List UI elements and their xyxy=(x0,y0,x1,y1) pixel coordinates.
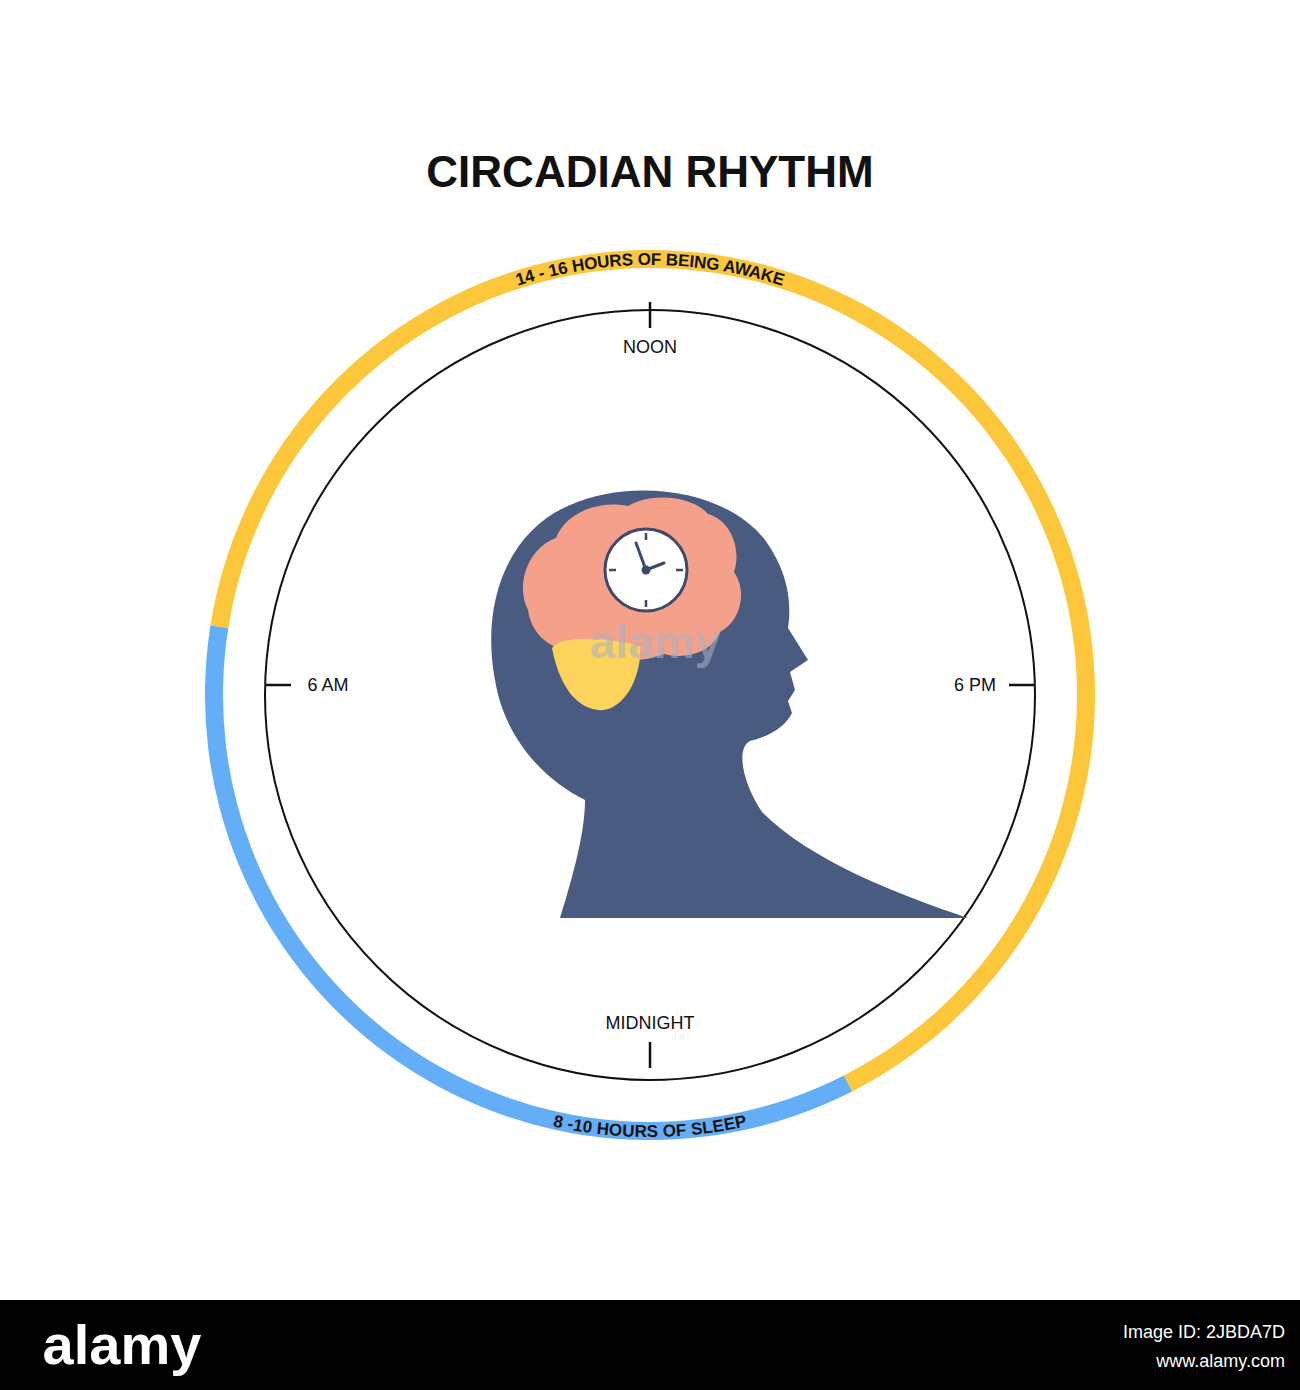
tick xyxy=(649,1042,652,1068)
watermark-logo: alamy xyxy=(43,1314,202,1376)
sleep-duration-label: 8 -10 HOURS OF SLEEP xyxy=(552,1111,748,1141)
image-id: Image ID: 2JBDA7D xyxy=(1123,1323,1285,1343)
footer-bar xyxy=(0,1300,1300,1390)
diagram-title: CIRCADIAN RHYTHM xyxy=(426,148,873,196)
tick xyxy=(1009,684,1035,687)
time-label: 6 PM xyxy=(954,676,996,696)
clock-icon-hub xyxy=(642,566,651,575)
hour-ticks xyxy=(265,302,1035,1068)
time-label: 6 AM xyxy=(307,676,348,696)
clock-face-circle xyxy=(265,310,1035,1080)
clock-icon-ticks xyxy=(609,533,683,607)
watermark-url: www.alamy.com xyxy=(1156,1352,1285,1372)
tick xyxy=(265,684,291,687)
brain-clock-icon xyxy=(605,529,687,611)
time-label: MIDNIGHT xyxy=(606,1014,695,1034)
awake-duration-label: 14 - 16 HOURS OF BEING AWAKE xyxy=(513,249,787,289)
time-label: NOON xyxy=(623,338,677,358)
clock-icon-face xyxy=(605,529,687,611)
ring-group xyxy=(205,250,1095,1140)
watermark: alamy xyxy=(590,617,720,668)
awake-arc xyxy=(210,250,1095,1091)
tick xyxy=(649,302,652,328)
head-silhouette xyxy=(491,490,968,918)
